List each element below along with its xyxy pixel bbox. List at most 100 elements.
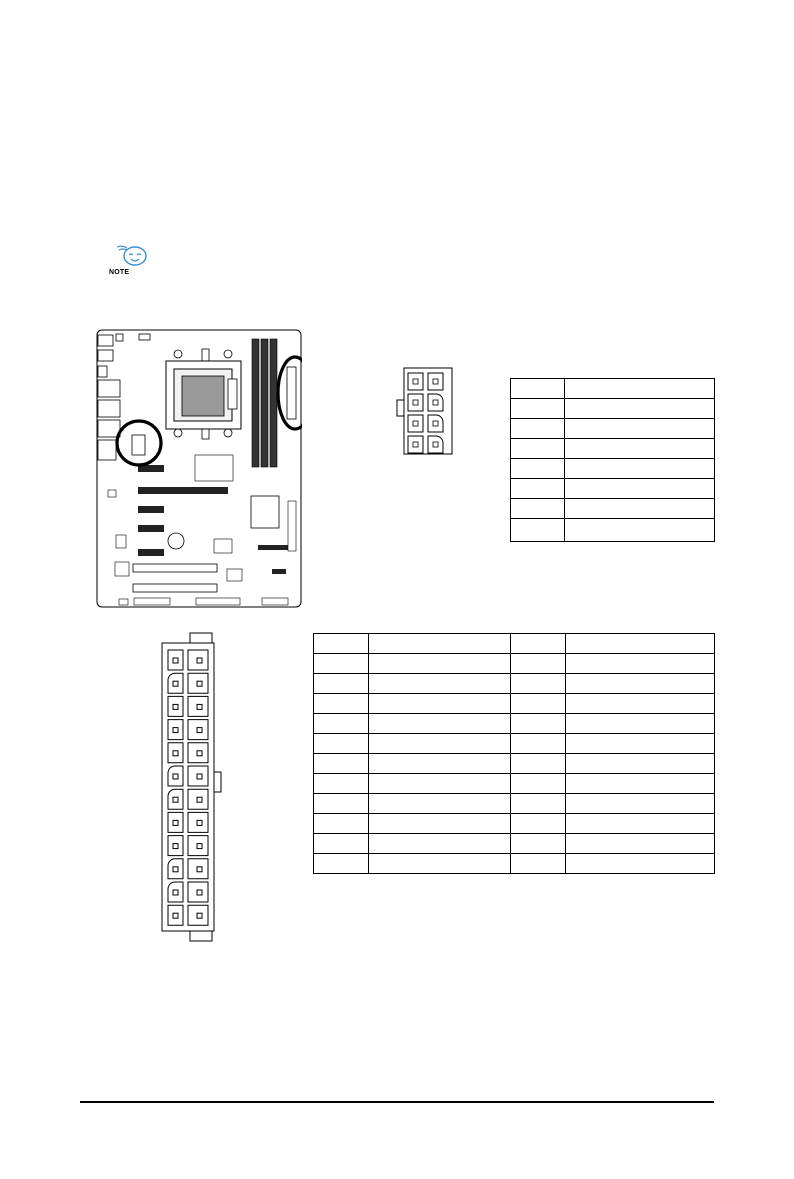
table-cell [565, 733, 715, 754]
table-cell [367, 673, 511, 694]
table-cell [509, 773, 567, 794]
table-cell [509, 833, 567, 854]
table-row [510, 378, 716, 399]
pin-contact [172, 796, 179, 803]
table-cell [565, 713, 715, 734]
pin-contact [172, 819, 179, 826]
table-row [313, 773, 715, 794]
table-cell [509, 673, 567, 694]
table-cell [367, 853, 511, 874]
table-row [510, 418, 716, 439]
table-cell [367, 733, 511, 754]
table-cell [313, 753, 369, 774]
footer-rule [80, 1101, 714, 1103]
pin-contact [172, 657, 179, 664]
table-row [313, 713, 715, 734]
table-cell [367, 793, 511, 814]
table-cell [367, 633, 511, 654]
table-row [510, 398, 716, 419]
table-cell [509, 853, 567, 874]
pin-contact [172, 680, 179, 687]
table-row [313, 633, 715, 654]
table-cell [367, 773, 511, 794]
atx-12v-connector-diagram [396, 367, 453, 455]
table-cell [565, 773, 715, 794]
table-cell [565, 633, 715, 654]
pin-contact [196, 657, 203, 664]
atx-main-connector-diagram [161, 632, 222, 942]
table-row [313, 833, 715, 854]
table-cell [565, 753, 715, 774]
table-row [510, 478, 716, 499]
table-cell [509, 733, 567, 754]
pin-contact [172, 727, 179, 734]
pin-contact [172, 889, 179, 896]
pin-contact [196, 819, 203, 826]
table-row [510, 438, 716, 459]
table-row [313, 733, 715, 754]
pin-contact [196, 727, 203, 734]
table-cell [313, 833, 369, 854]
pin-contact [172, 866, 179, 873]
table-cell [313, 653, 369, 674]
pin-contact [196, 680, 203, 687]
table-cell [313, 793, 369, 814]
table-cell [509, 713, 567, 734]
table-cell [313, 773, 369, 794]
table-cell [313, 853, 369, 874]
pin-contact [172, 750, 179, 757]
table-cell [313, 713, 369, 734]
table-cell [565, 653, 715, 674]
pin-contact [196, 703, 203, 710]
pin-contact [196, 843, 203, 850]
table-cell [565, 673, 715, 694]
table-cell [509, 793, 567, 814]
table-cell [509, 633, 567, 654]
table-row [313, 813, 715, 834]
table-cell [509, 693, 567, 714]
table-row [313, 753, 715, 774]
table-row [313, 673, 715, 694]
table-cell [565, 853, 715, 874]
table-row [510, 518, 716, 542]
pin-contact [172, 703, 179, 710]
table-cell [313, 813, 369, 834]
table-cell [565, 833, 715, 854]
note-label: NOTE [109, 269, 130, 276]
table-row [313, 693, 715, 714]
table-cell [565, 693, 715, 714]
pin-contact [196, 750, 203, 757]
table-cell [565, 793, 715, 814]
atx-12v-pin-table [510, 378, 716, 542]
table-cell [367, 813, 511, 834]
pin-contact [172, 912, 179, 919]
smiley-note-icon [116, 245, 147, 266]
table-cell [509, 813, 567, 834]
table-cell [313, 733, 369, 754]
table-row [510, 498, 716, 519]
table-cell [367, 753, 511, 774]
table-row [313, 853, 715, 874]
table-cell [367, 693, 511, 714]
pin-contact [196, 912, 203, 919]
table-cell [509, 753, 567, 774]
pin-contact [196, 796, 203, 803]
pin-contact [196, 866, 203, 873]
table-cell [313, 693, 369, 714]
table-cell [313, 673, 369, 694]
pin-contact [196, 889, 203, 896]
table-row [313, 653, 715, 674]
table-row [510, 458, 716, 479]
table-cell [313, 633, 369, 654]
table-cell [367, 833, 511, 854]
table-row [313, 793, 715, 814]
table-cell [509, 653, 567, 674]
motherboard-layout-diagram [96, 329, 302, 608]
atx-main-pin-table [313, 633, 715, 874]
table-cell [367, 713, 511, 734]
pin-contact [172, 773, 179, 780]
table-cell [565, 813, 715, 834]
pin-contact [196, 773, 203, 780]
table-cell [367, 653, 511, 674]
pin-contact [172, 843, 179, 850]
